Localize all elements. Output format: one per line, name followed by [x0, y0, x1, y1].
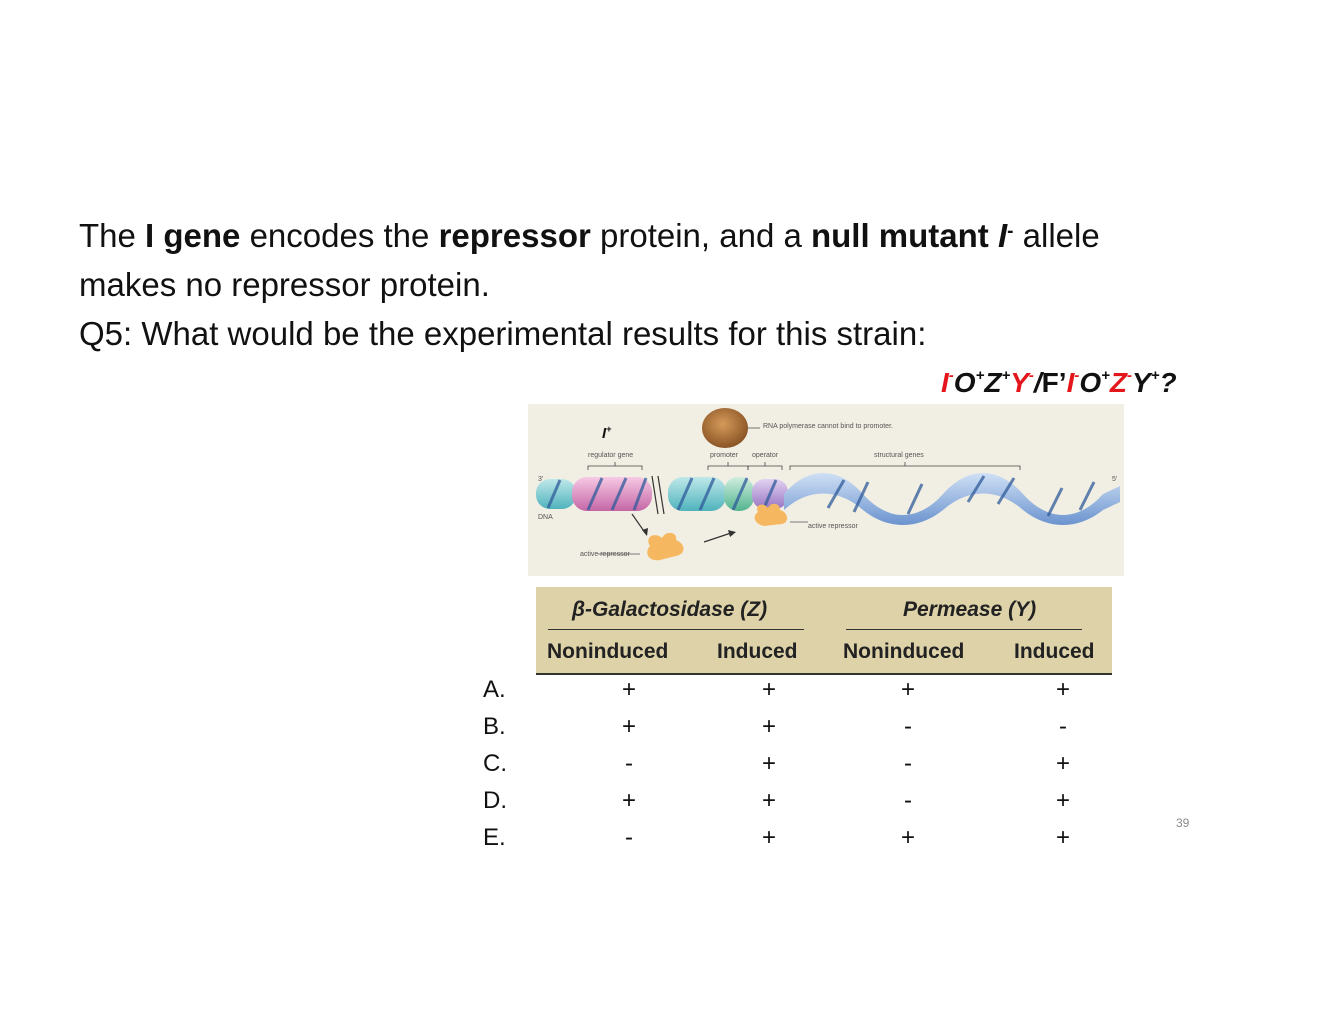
results-table-header: β-Galactosidase (Z) Permease (Y) Nonindu… — [536, 587, 1112, 675]
option-letter: E. — [483, 824, 506, 851]
col-noninduced-y: Noninduced — [843, 640, 965, 663]
genotype-i: I- — [941, 367, 954, 398]
dna-label: DNA — [538, 514, 553, 521]
enzyme-permease-header: Permease (Y) — [903, 598, 1037, 621]
result-cell: + — [761, 676, 776, 703]
bold-term-i-gene: I gene — [145, 217, 241, 254]
genotype-slash: / — [1033, 367, 1042, 398]
structural-genes-label: structural genes — [874, 452, 924, 459]
result-cell: - — [904, 787, 912, 814]
option-letter: A. — [483, 676, 506, 703]
result-cell: + — [900, 676, 915, 703]
promoter-label: promoter — [710, 452, 739, 459]
strain-genotype: I-O+Z+Y-/F’I-O+Z-Y+? — [941, 367, 1177, 399]
genotype-o-2: O+ — [1079, 367, 1110, 398]
col-induced-y: Induced — [1014, 640, 1095, 663]
result-cell: + — [621, 713, 636, 740]
operator-label: operator — [752, 452, 779, 459]
page-number: 39 — [1176, 816, 1190, 830]
header-rule — [846, 629, 1082, 630]
header-rule — [548, 629, 804, 630]
question-line-2: makes no repressor protein. — [79, 266, 490, 303]
question-line-3: Q5: What would be the experimental resul… — [79, 315, 927, 352]
bold-term-repressor: repressor — [438, 217, 591, 254]
result-cell: + — [1055, 676, 1070, 703]
result-cell: - — [904, 750, 912, 777]
rnap-note: RNA polymerase cannot bind to promoter. — [763, 423, 893, 430]
dna-illustration — [536, 408, 1120, 561]
genotype-y-2: Y+ — [1132, 367, 1160, 398]
allele-symbol: I- — [997, 217, 1014, 254]
three-prime-label: 3' — [538, 476, 544, 483]
answer-row-c[interactable]: C. - + - + — [0, 750, 1320, 786]
result-cell: + — [621, 787, 636, 814]
active-repressor-label-bound: active repressor — [808, 523, 858, 530]
col-induced-z: Induced — [717, 640, 798, 663]
question-line-1: The I gene encodes the repressor protein… — [79, 219, 1100, 252]
option-letter: C. — [483, 750, 507, 777]
structural-genes-helix — [784, 473, 1120, 525]
result-cell: - — [904, 713, 912, 740]
genotype-z-2: Z- — [1109, 367, 1132, 398]
result-cell: + — [761, 713, 776, 740]
answer-row-e[interactable]: E. - + + + — [0, 824, 1320, 860]
result-cell: + — [761, 787, 776, 814]
genotype-z: Z+ — [984, 367, 1011, 398]
free-repressor-icon — [647, 532, 684, 561]
genotype-i-2: I- — [1066, 367, 1080, 398]
text-segment: The — [79, 217, 146, 254]
option-letter: D. — [483, 787, 507, 814]
col-noninduced-z: Noninduced — [547, 640, 669, 663]
text-segment: encodes the — [240, 217, 439, 254]
genotype-fprime: F’ — [1041, 367, 1067, 398]
text-segment: protein, and a — [590, 217, 811, 254]
bold-term-null-mutant: null mutant — [810, 217, 998, 254]
result-cell: + — [761, 750, 776, 777]
genotype-question-mark: ? — [1159, 367, 1177, 398]
answer-row-b[interactable]: B. + + - - — [0, 713, 1320, 749]
promoter-segment — [668, 477, 726, 511]
result-cell: + — [621, 676, 636, 703]
option-letter: B. — [483, 713, 506, 740]
i-plus-label: I+ — [602, 424, 612, 442]
rna-polymerase-shape — [702, 408, 748, 448]
genotype-o: O+ — [953, 367, 985, 398]
result-cell: + — [1055, 824, 1070, 851]
dna-segment-left — [536, 479, 576, 509]
result-cell: + — [761, 824, 776, 851]
result-cell: - — [1059, 713, 1067, 740]
text-segment: allele — [1013, 217, 1100, 254]
genotype-y: Y- — [1010, 367, 1034, 398]
active-repressor-label-free: active repressor — [580, 551, 630, 558]
five-prime-label: 5' — [1112, 476, 1118, 483]
header-bottom-rule — [536, 673, 1112, 675]
lac-operon-figure: I+ regulator gene promoter operator stru… — [528, 404, 1124, 576]
result-cell: + — [1055, 787, 1070, 814]
enzyme-galactosidase-header: β-Galactosidase (Z) — [572, 598, 768, 621]
answer-row-a[interactable]: A. + + + + — [0, 676, 1320, 712]
answer-row-d[interactable]: D. + + - + — [0, 787, 1320, 823]
bound-repressor-icon — [754, 503, 788, 526]
result-cell: - — [625, 750, 633, 777]
result-cell: - — [625, 824, 633, 851]
regulator-gene-label: regulator gene — [588, 452, 634, 459]
result-cell: + — [900, 824, 915, 851]
result-cell: + — [1055, 750, 1070, 777]
